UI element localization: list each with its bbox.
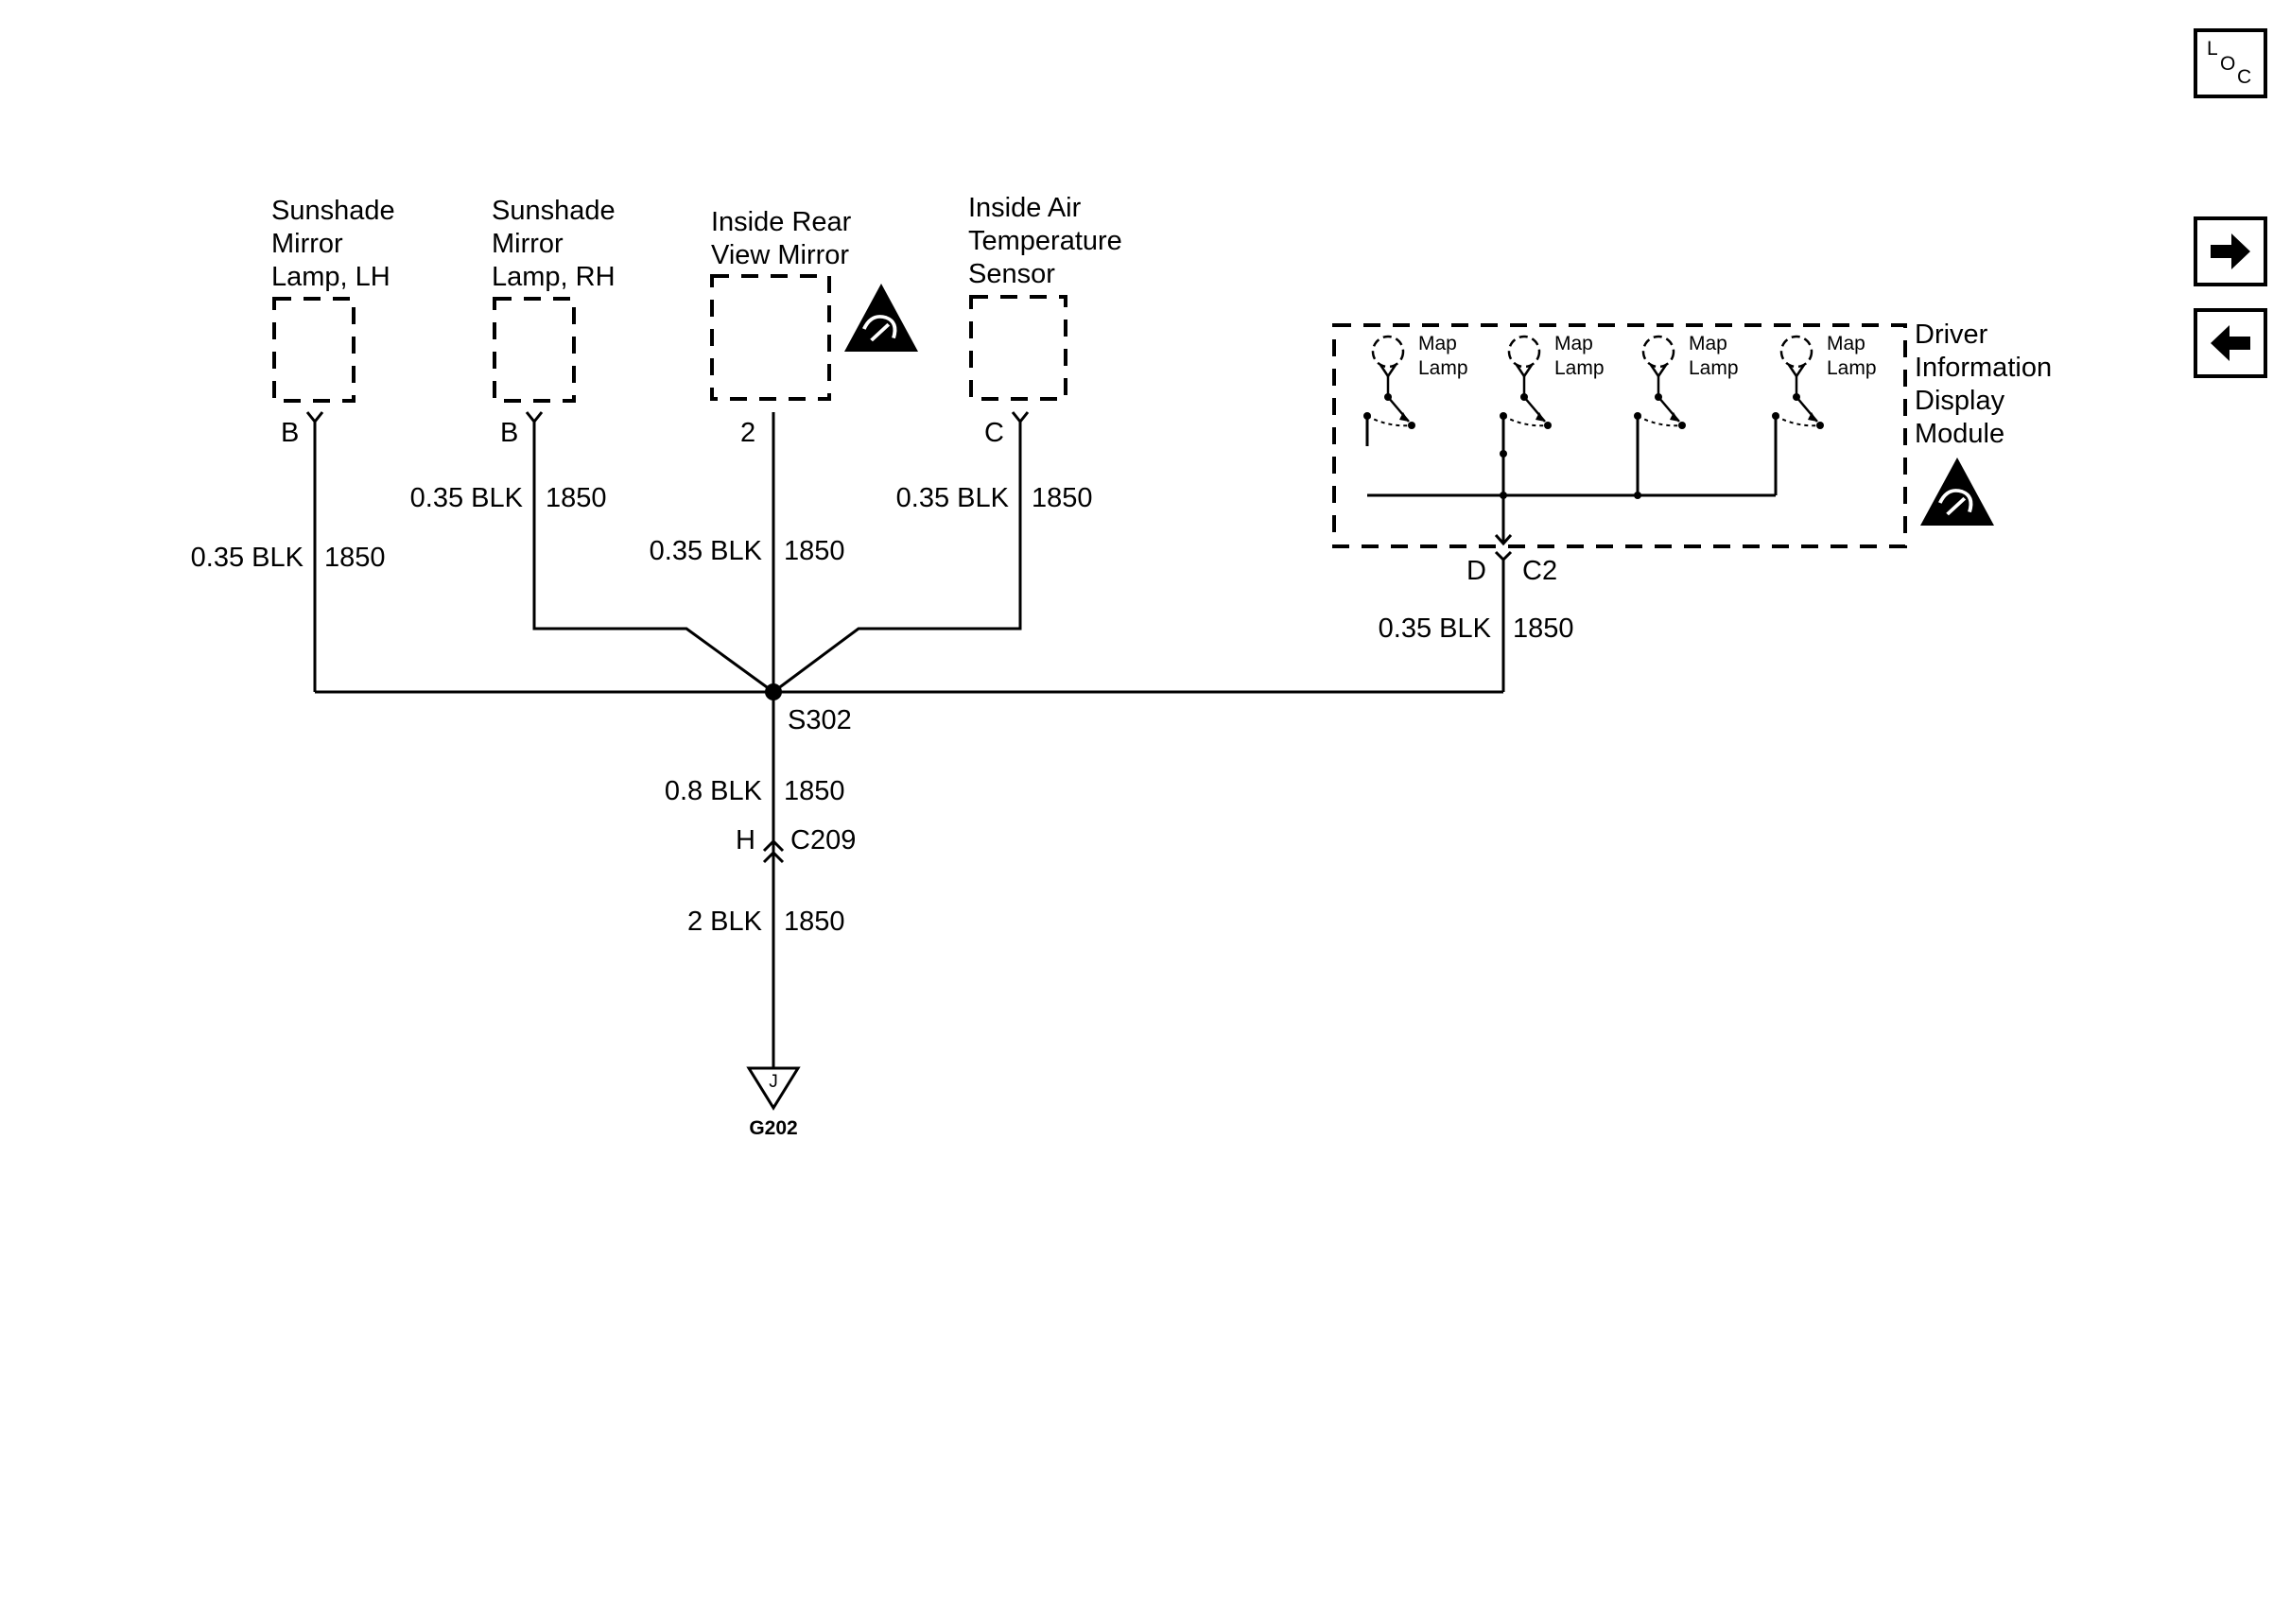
connector-c209: H C209 [736,825,856,864]
wire-dim-circuit: 1850 [1513,613,1574,644]
loc-letter-o: O [2220,53,2235,75]
dim-label-4: Module [1915,419,2004,449]
wire-rh-gauge: 0.35 BLK [410,483,524,513]
previous-page-button[interactable] [2194,308,2267,378]
wire-splice-down-gauge: 0.8 BLK [665,776,763,806]
sunshade-lh-label-3: Lamp, LH [271,262,390,292]
rear-mirror-label-2: View Mirror [711,240,849,270]
map-lamp-label-1: Map [1418,333,1457,354]
air-temp-label-2: Temperature [968,226,1122,256]
splice-dot [765,683,782,700]
map-lamp-label-2: Lamp [1418,357,1468,379]
wire-lh-gauge: 0.35 BLK [191,543,304,573]
wire-lh-circuit: 1850 [324,543,386,573]
map-lamp-label-2: Lamp [1554,357,1605,379]
pin-forks [305,411,1030,424]
wire-mirror-circuit: 1850 [784,536,845,566]
dim-label-1: Driver [1915,320,1988,350]
lamp-icon [1632,335,1688,448]
air-temp-pin: C [984,418,1004,448]
map-lamp-label-1: Map [1827,333,1865,354]
c209-label: C209 [790,825,856,855]
air-temp-label-3: Sensor [968,259,1055,289]
air-temp-label-1: Inside Air [968,193,1082,223]
dim-label-2: Information [1915,353,2052,383]
right-arrow-icon [2211,233,2250,269]
sunshade-rh-box [493,297,576,403]
sunshade-mirror-lamp-lh: Sunshade Mirror Lamp, LH B [271,196,395,448]
inside-air-temperature-sensor: Inside Air Temperature Sensor C [968,193,1122,448]
sunshade-lh-label-2: Mirror [271,229,343,259]
ground-g202: J G202 [746,1066,801,1139]
sunshade-lh-label-1: Sunshade [271,196,395,226]
ground-letter: J [769,1072,778,1092]
wire-splice-down-circuit: 1850 [784,776,845,806]
map-lamp-4: Map Lamp [1770,333,1877,448]
loc-letter-c: C [2237,66,2251,88]
lamp-icon [1498,335,1553,448]
map-lamp-label-1: Map [1689,333,1727,354]
map-lamp-label-2: Lamp [1827,357,1877,379]
wire-rh-circuit: 1850 [546,483,607,513]
wire-dim-gauge: 0.35 BLK [1379,613,1492,644]
map-lamp-label-1: Map [1554,333,1593,354]
wires [313,412,1505,1068]
sunshade-rh-label-2: Mirror [492,229,564,259]
wire-mirror-gauge: 0.35 BLK [650,536,763,566]
rear-mirror-pin: 2 [740,418,755,448]
dim-label-3: Display [1915,386,2005,416]
air-temp-box [969,295,1067,401]
next-page-button[interactable] [2194,216,2267,286]
map-lamp-3: Map Lamp [1632,333,1739,448]
c209-pin: H [736,825,755,855]
wire-sensor-circuit: 1850 [1032,483,1093,513]
splice-s302: S302 [765,683,852,735]
map-lamp-label-2: Lamp [1689,357,1739,379]
lamp-icon [1770,335,1826,448]
wire-labels: 0.35 BLK 1850 0.35 BLK 1850 0.35 BLK 185… [191,483,1574,937]
wire-ground-circuit: 1850 [784,907,845,937]
sunshade-mirror-lamp-rh: Sunshade Mirror Lamp, RH B [492,196,616,448]
rear-mirror-box [710,274,831,401]
ground-symbol [746,1066,801,1111]
map-lamp-1: Map Lamp [1362,333,1468,448]
dim-connector: C2 [1522,556,1557,586]
esd-warning-icon [842,282,920,354]
inside-rear-view-mirror: Inside Rear View Mirror 2 [710,207,920,448]
loc-button[interactable]: L O C [2194,28,2267,98]
rear-mirror-label-1: Inside Rear [711,207,852,237]
splice-label: S302 [788,705,852,735]
map-lamp-2: Map Lamp [1498,333,1605,448]
sunshade-lh-box [272,297,356,403]
esd-warning-icon [1918,456,1996,527]
dim-box [1332,323,1907,548]
wire-sensor-gauge: 0.35 BLK [896,483,1010,513]
left-arrow-icon [2211,325,2250,361]
dim-pin: D [1466,556,1486,586]
loc-letter-l: L [2207,38,2218,60]
lamp-icon [1362,335,1417,448]
ground-label: G202 [749,1117,797,1139]
driver-information-display-module: Driver Information Display Module Map La… [1332,320,2052,586]
sunshade-rh-label-3: Lamp, RH [492,262,616,292]
sunshade-rh-pin: B [500,418,518,448]
wire-ground-gauge: 2 BLK [687,907,763,937]
sunshade-rh-label-1: Sunshade [492,196,616,226]
sunshade-lh-pin: B [281,418,299,448]
